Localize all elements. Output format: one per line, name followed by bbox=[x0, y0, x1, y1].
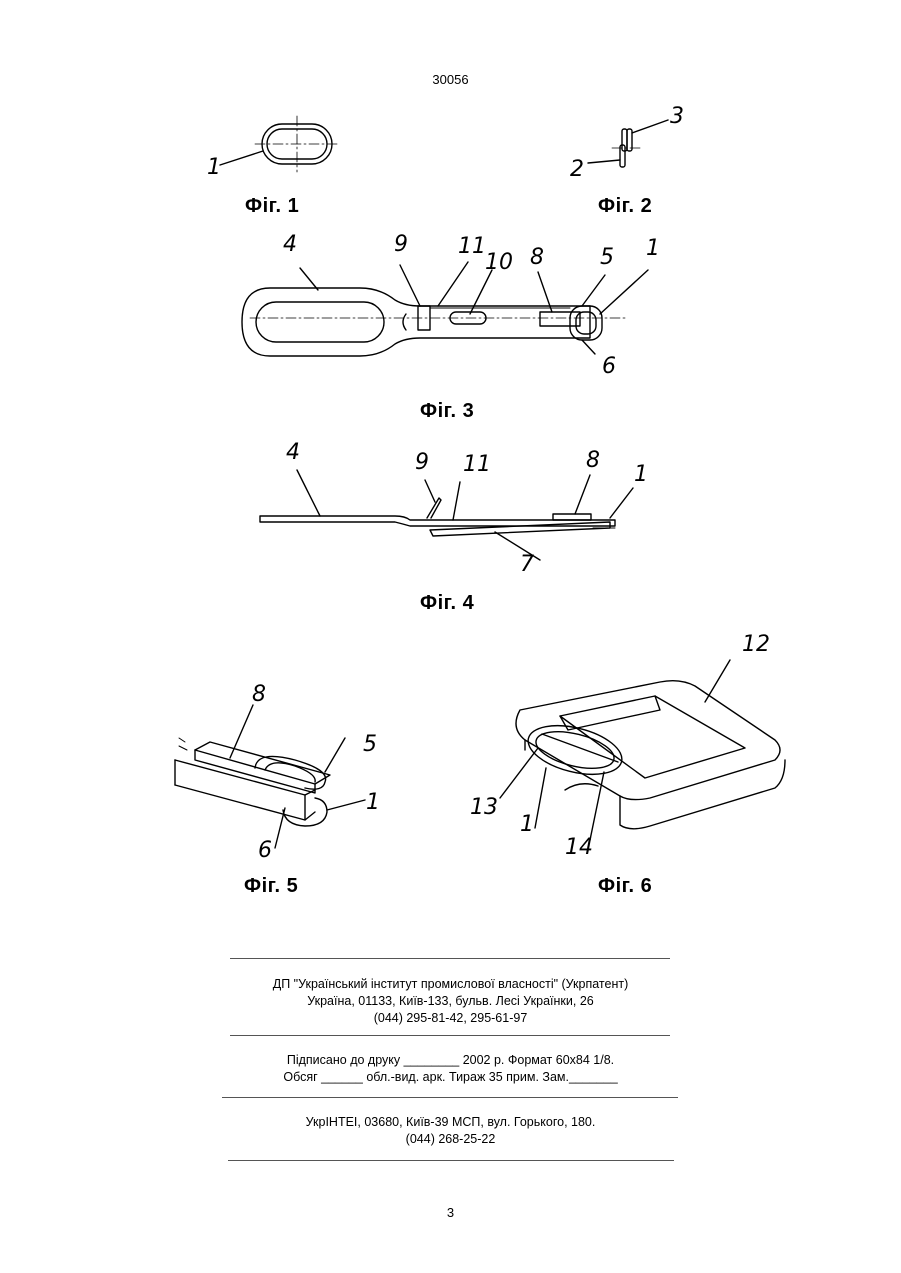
fig3-label-5: 5 bbox=[600, 245, 614, 270]
fig2-label-3: 3 bbox=[670, 104, 684, 129]
publisher-line-3: (044) 295-81-42, 295-61-97 bbox=[0, 1010, 901, 1027]
figure-3-drawing bbox=[230, 270, 650, 360]
footer-rule-2 bbox=[230, 1035, 670, 1036]
fig3-label-6: 6 bbox=[602, 354, 616, 379]
fig3-label-4: 4 bbox=[283, 232, 297, 257]
footer-rule-4 bbox=[228, 1160, 674, 1161]
print-line-1: Підписано до друку ________ 2002 р. Форм… bbox=[0, 1052, 901, 1069]
fig5-label-1: 1 bbox=[366, 790, 380, 815]
fig3-label-10: 10 bbox=[485, 250, 513, 275]
fig4-caption: Фіг. 4 bbox=[420, 592, 474, 615]
fig5-label-5: 5 bbox=[363, 732, 377, 757]
print-line-2: Обсяг ______ обл.-вид. арк. Тираж 35 при… bbox=[0, 1069, 901, 1086]
fig5-caption: Фіг. 5 bbox=[244, 875, 298, 898]
publisher-block: ДП "Український інститут промислової вла… bbox=[0, 976, 901, 1027]
fig1-caption: Фіг. 1 bbox=[245, 195, 299, 218]
fig4-label-11: 11 bbox=[463, 452, 491, 477]
print-info-block: Підписано до друку ________ 2002 р. Форм… bbox=[0, 1052, 901, 1086]
figure-1-drawing bbox=[200, 110, 360, 190]
printer-block: УкрІНТЕІ, 03680, Київ-39 МСП, вул. Горьк… bbox=[0, 1114, 901, 1148]
figure-4-drawing bbox=[255, 470, 655, 570]
fig3-label-1: 1 bbox=[646, 236, 660, 261]
fig6-label-13: 13 bbox=[470, 795, 498, 820]
fig2-label-2: 2 bbox=[570, 157, 584, 182]
fig5-label-6: 6 bbox=[258, 838, 272, 863]
figure-5-drawing bbox=[165, 680, 395, 865]
fig3-label-11: 11 bbox=[458, 234, 486, 259]
fig6-label-14: 14 bbox=[565, 835, 593, 860]
fig4-label-1: 1 bbox=[634, 462, 648, 487]
printer-line-1: УкрІНТЕІ, 03680, Київ-39 МСП, вул. Горьк… bbox=[0, 1114, 901, 1131]
fig1-label-1: 1 bbox=[207, 155, 221, 180]
fig6-label-12: 12 bbox=[742, 632, 770, 657]
fig6-caption: Фіг. 6 bbox=[598, 875, 652, 898]
fig3-caption: Фіг. 3 bbox=[420, 400, 474, 423]
fig2-caption: Фіг. 2 bbox=[598, 195, 652, 218]
footer-rule-3 bbox=[222, 1097, 678, 1098]
footer-rule-1 bbox=[230, 958, 670, 959]
document-number: 30056 bbox=[0, 72, 901, 87]
fig6-label-1: 1 bbox=[520, 812, 534, 837]
fig3-label-8: 8 bbox=[530, 245, 544, 270]
publisher-line-1: ДП "Український інститут промислової вла… bbox=[0, 976, 901, 993]
fig4-label-9: 9 bbox=[415, 450, 429, 475]
fig4-label-4: 4 bbox=[286, 440, 300, 465]
page-number: 3 bbox=[0, 1205, 901, 1220]
fig5-label-8: 8 bbox=[252, 682, 266, 707]
publisher-line-2: Україна, 01133, Київ-133, бульв. Лесі Ук… bbox=[0, 993, 901, 1010]
fig4-label-8: 8 bbox=[586, 448, 600, 473]
fig4-label-7: 7 bbox=[520, 552, 534, 577]
fig3-label-9: 9 bbox=[394, 232, 408, 257]
printer-line-2: (044) 268-25-22 bbox=[0, 1131, 901, 1148]
